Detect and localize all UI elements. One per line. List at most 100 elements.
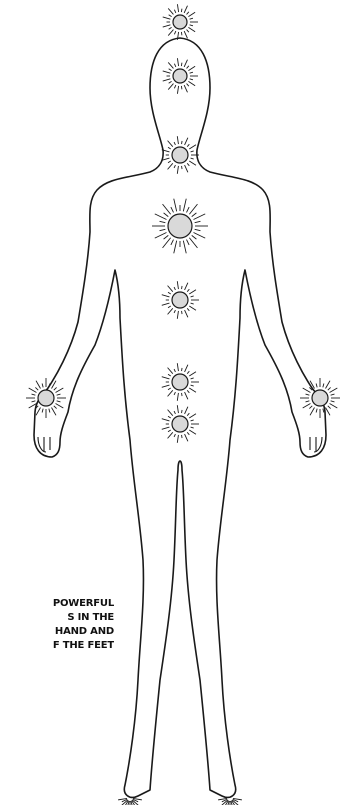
ray	[185, 283, 188, 290]
ray	[155, 233, 167, 239]
ray	[168, 308, 173, 314]
ray	[187, 207, 190, 212]
ray	[171, 240, 174, 245]
ray	[331, 401, 335, 402]
ray	[177, 58, 178, 66]
left-hand-point	[26, 378, 66, 418]
ray	[191, 385, 194, 386]
ray	[168, 390, 173, 396]
ray	[309, 406, 312, 409]
ray	[330, 388, 338, 393]
point-core	[173, 15, 187, 29]
ray	[42, 409, 43, 413]
ray	[174, 85, 175, 88]
ray	[185, 434, 188, 441]
ray	[184, 6, 187, 13]
caption-line-3: HAND AND	[0, 625, 114, 639]
brow-point	[163, 58, 198, 94]
ray	[195, 229, 201, 230]
energy-points	[26, 4, 340, 805]
left-foot-point	[118, 798, 142, 805]
ray	[191, 158, 194, 159]
ray	[189, 161, 196, 165]
ray	[160, 229, 166, 230]
ray	[174, 31, 175, 34]
ray	[163, 17, 171, 19]
ray	[194, 214, 206, 220]
ray	[163, 25, 171, 27]
ray	[164, 235, 169, 239]
ray	[187, 84, 189, 87]
ray	[169, 27, 172, 29]
ray	[57, 394, 61, 395]
ray	[189, 430, 196, 434]
ray	[169, 15, 172, 17]
ray	[187, 144, 189, 146]
ray	[185, 138, 188, 145]
ray	[190, 72, 193, 73]
ray	[57, 401, 61, 402]
ray	[32, 401, 36, 402]
ray	[328, 387, 331, 390]
ray	[177, 281, 178, 289]
ray	[36, 381, 41, 389]
ray	[163, 79, 171, 81]
ray	[184, 60, 187, 67]
point-core	[168, 214, 192, 238]
ray	[184, 31, 187, 38]
ray	[42, 384, 43, 388]
ray	[168, 388, 171, 390]
ray	[185, 310, 188, 317]
point-core	[172, 147, 188, 163]
ray	[174, 411, 175, 414]
ray	[303, 404, 311, 409]
ray	[177, 363, 178, 371]
ray	[162, 377, 170, 379]
ray	[191, 420, 194, 421]
ray	[160, 221, 166, 222]
ray	[306, 401, 310, 402]
ray	[32, 394, 36, 395]
ray	[168, 84, 173, 90]
ray	[168, 62, 173, 68]
ray	[328, 406, 331, 409]
ray	[191, 151, 194, 152]
ray	[177, 166, 178, 174]
ray	[188, 81, 195, 85]
ray	[323, 409, 324, 413]
ray	[174, 310, 175, 313]
ray	[168, 161, 171, 163]
point-core	[172, 292, 188, 308]
caption-line-4: F THE FEET	[0, 639, 114, 653]
ray	[189, 145, 196, 149]
ray	[174, 241, 177, 254]
ray	[189, 414, 196, 418]
ray	[36, 408, 41, 416]
ray	[168, 430, 171, 432]
sacral-point	[162, 363, 199, 401]
ray	[162, 303, 170, 305]
ray	[177, 86, 178, 94]
ray	[184, 85, 187, 92]
ray	[174, 287, 175, 290]
ray	[187, 371, 189, 373]
ray	[190, 18, 193, 19]
ray	[174, 392, 175, 395]
crown-point	[163, 4, 198, 40]
ray	[168, 416, 171, 418]
ray	[187, 30, 189, 33]
ray	[188, 12, 195, 16]
caption-line-1: POWERFUL	[0, 597, 114, 611]
ray	[188, 66, 195, 70]
ray	[177, 4, 178, 12]
ray	[164, 213, 169, 217]
ray	[162, 419, 170, 421]
ray	[168, 141, 173, 147]
ray	[168, 292, 171, 294]
ray	[52, 408, 57, 416]
ray	[177, 311, 178, 319]
ray	[171, 207, 174, 212]
ray	[183, 241, 186, 254]
ray	[168, 147, 171, 149]
ray	[177, 393, 178, 401]
